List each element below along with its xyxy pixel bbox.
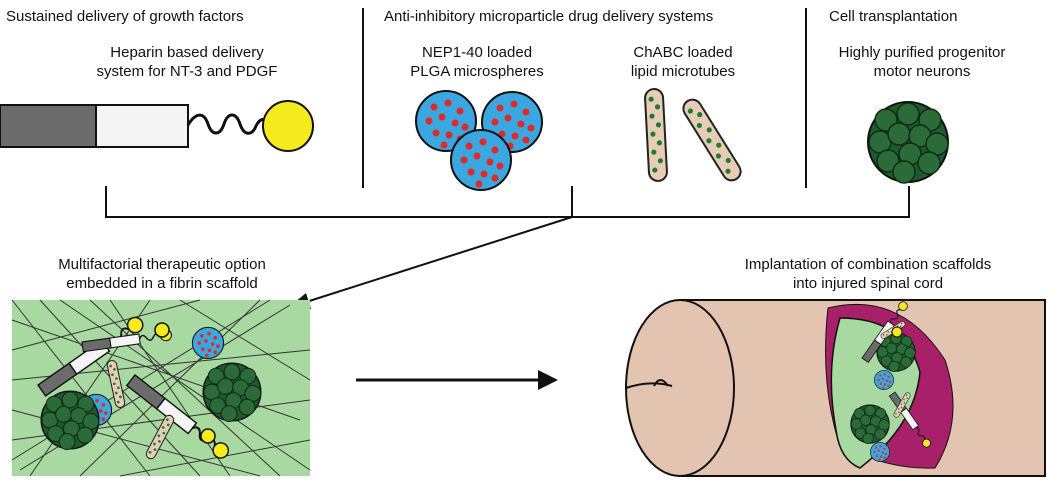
- scaffold-label-line1: Multifactorial therapeutic option: [58, 256, 266, 273]
- growth-factors-heading: Sustained delivery of growth factors: [6, 8, 244, 25]
- microtubes-label-line1: ChABC loaded: [633, 44, 733, 61]
- heparin-delivery-system: [0, 100, 314, 152]
- arrow-to-scaffold: [302, 216, 573, 304]
- implantation-label-line2: into injured spinal cord: [792, 275, 944, 292]
- fibrin-scaffold: [11, 299, 311, 477]
- progenitor-label-line2: motor neurons: [873, 63, 971, 80]
- plga-microspheres: [415, 90, 543, 191]
- microspheres-label-line1: NEP1-40 loaded: [421, 44, 533, 61]
- lipid-microtubes: [643, 87, 746, 185]
- microtubes-label-line2: lipid microtubes: [630, 63, 736, 80]
- scaffold-label-line2: embedded in a fibrin scaffold: [66, 275, 258, 292]
- heparin-label-line2: system for NT-3 and PDGF: [96, 63, 278, 80]
- implantation-label-line1: Implantation of combination scaffolds: [744, 256, 992, 273]
- heparin-label-line1: Heparin based delivery: [110, 44, 264, 61]
- microspheres-label-line2: PLGA microspheres: [410, 63, 544, 80]
- spinal-cord: [625, 299, 1046, 477]
- bracket-connector: [105, 186, 910, 218]
- microparticles-heading: Anti-inhibitory microparticle drug deliv…: [384, 8, 714, 25]
- cell-transplantation-heading: Cell transplantation: [829, 8, 958, 25]
- progenitor-cell-cluster: [867, 101, 949, 184]
- progenitor-label-line1: Highly purified progenitor: [838, 44, 1006, 61]
